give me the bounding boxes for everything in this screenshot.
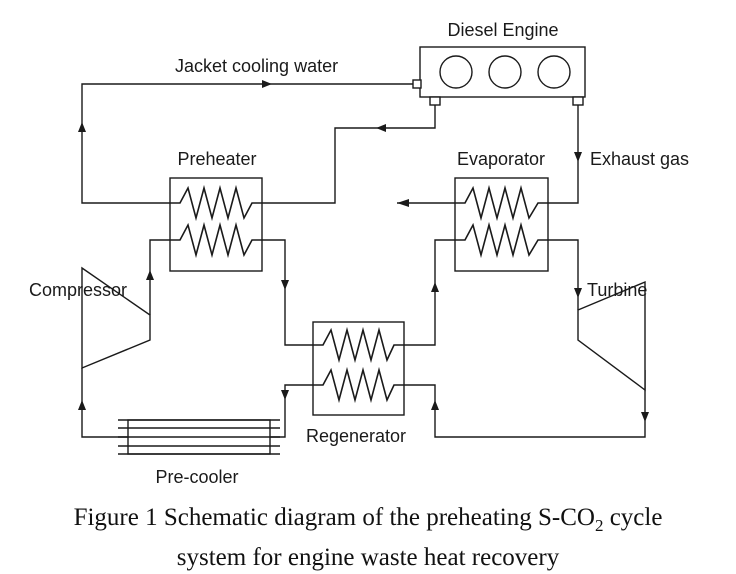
arrow-up-icon <box>146 270 154 280</box>
piping <box>81 83 646 438</box>
preheater-label: Preheater <box>177 149 256 169</box>
jacket-water-label: Jacket cooling water <box>175 56 338 76</box>
exhaust-port <box>572 96 584 106</box>
cylinder-icon <box>439 55 473 89</box>
turbine-to-regenerator-line <box>404 370 646 438</box>
arrow-down-icon <box>281 390 289 400</box>
preheater-to-regenerator-line <box>262 239 313 346</box>
engine-body <box>419 46 586 98</box>
jacket-water-port <box>412 79 422 89</box>
regenerator-box <box>312 321 405 416</box>
flow-arrows <box>78 80 649 422</box>
turbine-shape <box>577 280 646 392</box>
regenerator-label: Regenerator <box>306 426 406 446</box>
exhaust-gas-label: Exhaust gas <box>590 149 689 169</box>
caption-line-2: system for engine waste heat recovery <box>176 544 560 571</box>
precooler-label: Pre-cooler <box>155 467 238 487</box>
evaporator-box <box>454 177 549 272</box>
caption-subscript: 2 <box>594 516 604 535</box>
regenerator <box>312 321 405 416</box>
figure-caption: Figure 1 Schematic diagram of the prehea… <box>0 502 736 574</box>
arrow-up-icon <box>78 400 86 410</box>
regenerator-to-evaporator-line <box>404 239 455 346</box>
arrow-down-icon <box>641 412 649 422</box>
precooler-to-compressor-line <box>81 368 128 438</box>
arrow-up-icon <box>78 122 86 132</box>
arrow-down-icon <box>574 152 582 162</box>
arrow-up-icon <box>431 400 439 410</box>
jacket-water-return-line <box>262 105 436 204</box>
heat-exchanger-coil-icon <box>313 366 404 404</box>
cycle-schematic-diagram: Diesel Engine Jacket cooling water Prehe… <box>29 20 689 487</box>
evaporator-to-turbine-line <box>548 239 579 310</box>
compressor-shape <box>81 266 151 370</box>
evaporator-label: Evaporator <box>457 149 545 169</box>
heat-exchanger-coil-icon <box>455 221 548 259</box>
arrow-left-icon <box>397 199 409 207</box>
caption-line-1: Figure 1 Schematic diagram of the prehea… <box>0 502 736 542</box>
diesel-engine <box>412 46 586 106</box>
compressor-to-preheater-line <box>149 239 170 315</box>
precooler <box>118 419 280 455</box>
heat-exchanger-coil-icon <box>455 184 548 222</box>
caption-line-1-suffix: cycle <box>603 504 663 531</box>
arrow-right-icon <box>262 80 272 88</box>
cylinder-icon <box>488 55 522 89</box>
preheater-box <box>169 177 263 272</box>
jacket-water-return-port <box>429 96 441 106</box>
cylinder-icon <box>537 55 571 89</box>
arrow-down-icon <box>281 280 289 290</box>
arrow-up-icon <box>431 282 439 292</box>
arrow-left-icon <box>376 124 386 132</box>
heat-exchanger-coil-icon <box>170 221 262 259</box>
compressor-label: Compressor <box>29 280 127 300</box>
heat-exchanger-coil-icon <box>313 326 404 364</box>
turbine-label: Turbine <box>587 280 647 300</box>
jacket-water-line <box>81 83 414 204</box>
preheater <box>169 177 263 272</box>
diesel-engine-label: Diesel Engine <box>447 20 558 40</box>
arrow-down-icon <box>574 288 582 298</box>
evaporator <box>454 177 549 272</box>
exhaust-gas-line <box>548 105 579 204</box>
caption-line-1-prefix: Figure 1 Schematic diagram of the prehea… <box>73 504 595 531</box>
heat-exchanger-coil-icon <box>170 184 262 222</box>
